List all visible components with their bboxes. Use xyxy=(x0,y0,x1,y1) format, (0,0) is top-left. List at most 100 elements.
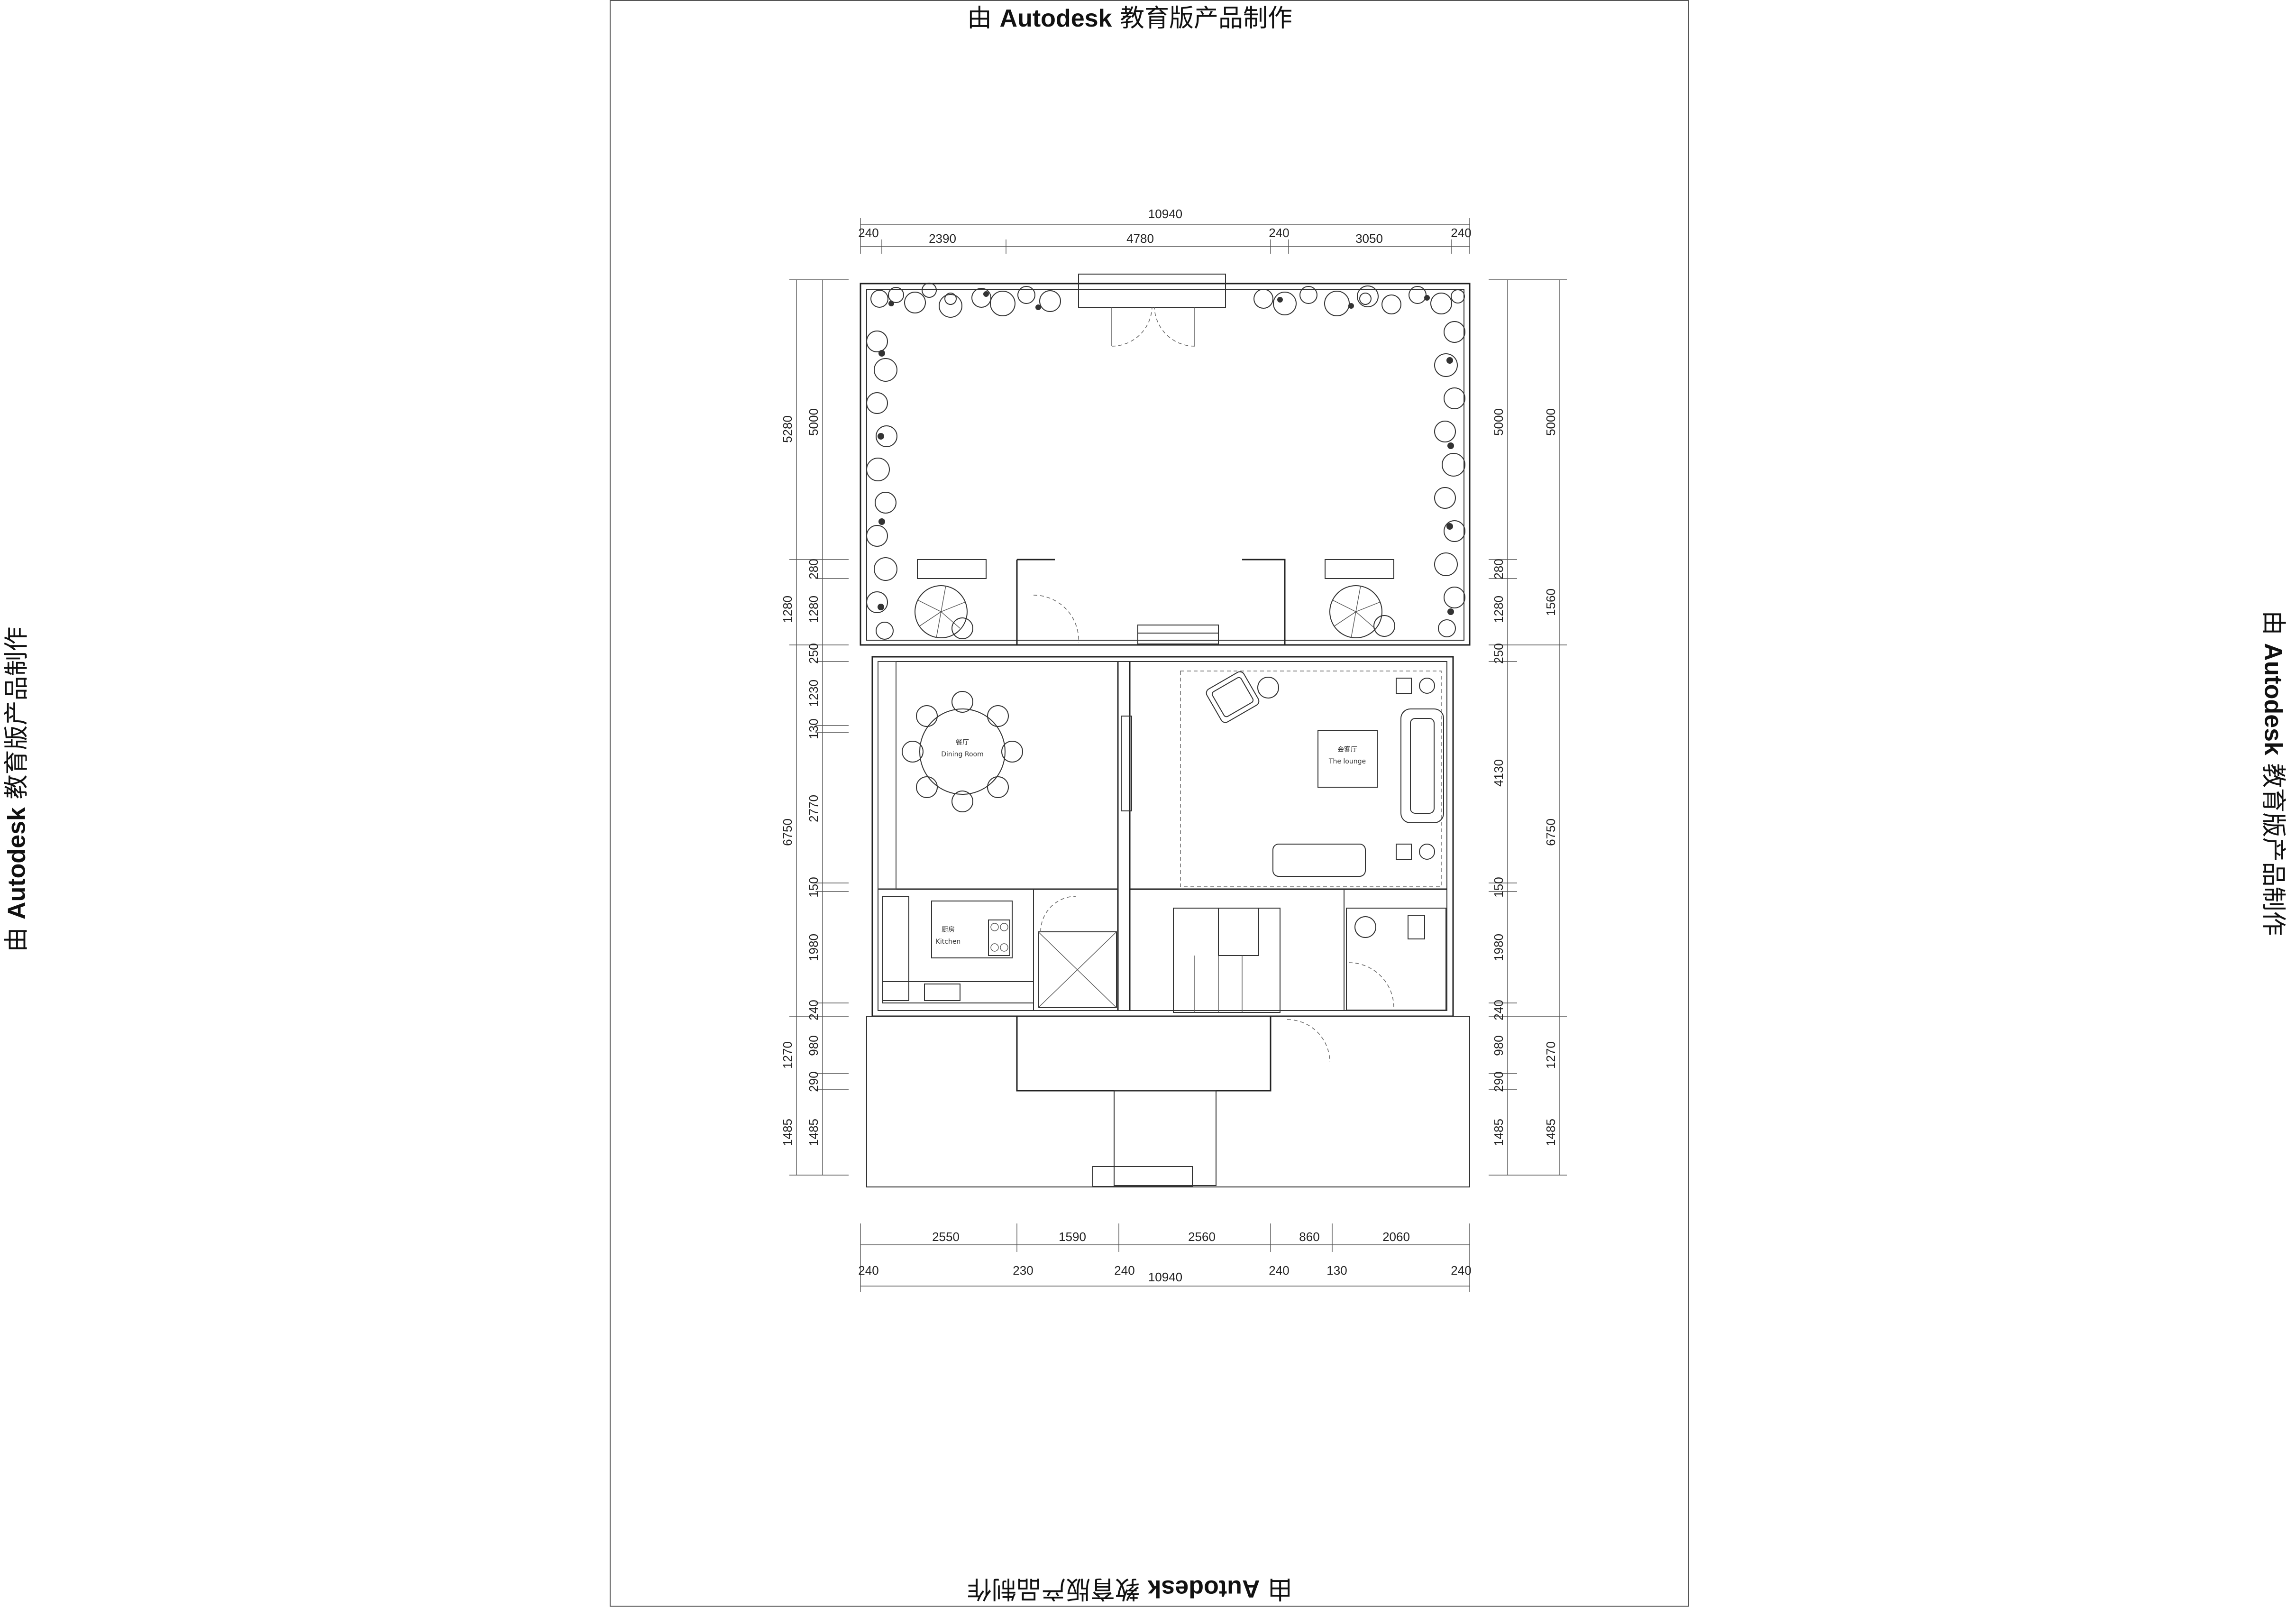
left-inner-dims: 5000 280 1280 250 1230 130 2770 150 1980… xyxy=(806,408,821,1146)
bottom-dim-5: 2060 xyxy=(1382,1230,1410,1244)
bottom-wall-dim-2: 230 xyxy=(1013,1263,1033,1278)
kitchen-label-cn: 厨房 xyxy=(942,926,955,934)
sideboard xyxy=(1121,716,1132,811)
right-outer-dim-4: 1270 xyxy=(1544,1041,1558,1069)
sink xyxy=(924,984,960,1001)
bottom-dim-3: 2560 xyxy=(1188,1230,1216,1244)
bottom-dim-2: 1590 xyxy=(1059,1230,1086,1244)
top-dim-1: 240 xyxy=(858,226,878,240)
bench xyxy=(1272,844,1366,877)
kitchen: 厨房 Kitchen xyxy=(882,896,1117,1008)
right-outer-dim-5: 1485 xyxy=(1544,1119,1558,1146)
toilet xyxy=(1408,915,1425,939)
left-inner-dim-7: 2770 xyxy=(806,795,821,822)
side-table xyxy=(1257,677,1279,699)
top-dim-2: 2390 xyxy=(929,231,956,246)
cooktop xyxy=(988,919,1010,956)
left-dimension-lines xyxy=(789,279,849,1176)
front-yard xyxy=(866,1016,1470,1187)
left-inner-dim-13: 1485 xyxy=(806,1119,821,1146)
left-inner-dim-10: 240 xyxy=(806,1000,821,1020)
lounge-label-en: The lounge xyxy=(1328,758,1366,765)
left-inner-dim-4: 250 xyxy=(806,643,821,663)
front-path xyxy=(1114,1090,1217,1186)
shrub-right-column xyxy=(1434,321,1465,637)
left-outer-dims: 5280 1280 6750 1270 1485 xyxy=(780,415,795,1146)
left-outer-dim-2: 1280 xyxy=(780,596,795,623)
top-dim-6: 240 xyxy=(1451,226,1471,240)
right-inner-dim-3: 1280 xyxy=(1491,596,1506,623)
dining-table xyxy=(902,691,1023,812)
right-outer-dims: 5000 1560 6750 1270 1485 xyxy=(1544,408,1558,1146)
top-total-dim: 10940 xyxy=(1148,207,1182,221)
left-inner-dim-12: 290 xyxy=(806,1071,821,1092)
bottom-dim-4: 860 xyxy=(1299,1230,1319,1244)
bottom-wall-dim-1: 240 xyxy=(858,1263,878,1278)
bottom-wall-dim-6: 240 xyxy=(1451,1263,1471,1278)
top-dim-3: 4780 xyxy=(1126,231,1154,246)
bottom-dim-1: 2550 xyxy=(932,1230,960,1244)
dining-room: 餐厅 Dining Room xyxy=(878,661,1132,890)
armchair xyxy=(1206,671,1260,723)
left-outer-dim-4: 1270 xyxy=(780,1041,795,1069)
staircase xyxy=(1173,908,1281,1013)
left-inner-dim-2: 280 xyxy=(806,559,821,579)
lounge-label-cn: 会客厅 xyxy=(1337,745,1357,754)
front-step xyxy=(1092,1166,1193,1187)
right-inner-dims: 5000 280 1280 250 4130 150 1980 240 980 … xyxy=(1491,408,1506,1146)
coffee-table xyxy=(1317,730,1378,788)
garden-gate xyxy=(1078,274,1226,308)
drawing-sheet-frame xyxy=(610,0,1689,1607)
house-outline xyxy=(871,656,1454,1017)
right-inner-dim-1: 5000 xyxy=(1491,408,1506,436)
shrub-left-column xyxy=(866,331,897,640)
pantry-cabinets xyxy=(1038,931,1117,1008)
left-outer-dim-5: 1485 xyxy=(780,1119,795,1146)
planter-right xyxy=(1325,559,1394,579)
shrub-clusters xyxy=(866,283,1465,640)
shrub-top-right xyxy=(1253,285,1465,316)
bathroom xyxy=(1346,908,1446,1011)
left-outer-dim-1: 5280 xyxy=(780,415,795,443)
left-inner-dim-6: 130 xyxy=(806,718,821,739)
top-dim-5: 3050 xyxy=(1355,231,1383,246)
right-inner-dim-6: 150 xyxy=(1491,877,1506,897)
right-inner-dim-10: 290 xyxy=(1491,1071,1506,1092)
top-dim-4: 240 xyxy=(1269,226,1289,240)
right-inner-dim-4: 250 xyxy=(1491,643,1506,663)
planter-left xyxy=(917,559,987,579)
left-inner-dim-1: 5000 xyxy=(806,408,821,436)
shrub-top-left xyxy=(870,283,1061,318)
back-steps xyxy=(1137,625,1219,644)
kitchen-label-en: Kitchen xyxy=(936,938,961,946)
right-inner-dim-11: 1485 xyxy=(1491,1119,1506,1146)
dining-label-cn: 餐厅 xyxy=(956,739,969,746)
watermark-top: 由 Autodesk 教育版产品制作 xyxy=(967,4,1292,33)
right-inner-dim-7: 1980 xyxy=(1491,934,1506,961)
dining-label-en: Dining Room xyxy=(941,751,984,758)
right-inner-dim-8: 240 xyxy=(1491,1000,1506,1020)
left-inner-dim-11: 980 xyxy=(806,1035,821,1056)
left-outer-dim-3: 6750 xyxy=(780,818,795,846)
top-dimension-lines xyxy=(860,218,1470,254)
left-inner-dim-3: 1280 xyxy=(806,596,821,623)
sofa xyxy=(1400,708,1444,823)
left-inner-dim-5: 1230 xyxy=(806,680,821,707)
bottom-dimension-lines xyxy=(860,1223,1470,1292)
right-inner-dim-2: 280 xyxy=(1491,559,1506,579)
tree-left xyxy=(915,293,973,639)
rear-garden xyxy=(860,274,1471,646)
bottom-wall-dim-5: 130 xyxy=(1326,1263,1347,1278)
tree-right xyxy=(1329,293,1395,638)
right-outer-dim-1: 5000 xyxy=(1544,408,1558,436)
right-outer-dim-3: 6750 xyxy=(1544,818,1558,846)
bottom-wall-dim-3: 240 xyxy=(1114,1263,1134,1278)
basin xyxy=(1354,916,1376,938)
right-outer-dim-2: 1560 xyxy=(1544,588,1558,616)
right-dimension-lines xyxy=(1489,279,1567,1176)
lounge: 会客厅 The lounge xyxy=(1180,671,1444,887)
left-inner-dim-8: 150 xyxy=(806,877,821,897)
right-inner-dim-5: 4130 xyxy=(1491,759,1506,787)
bottom-total-dim: 10940 xyxy=(1148,1270,1182,1284)
